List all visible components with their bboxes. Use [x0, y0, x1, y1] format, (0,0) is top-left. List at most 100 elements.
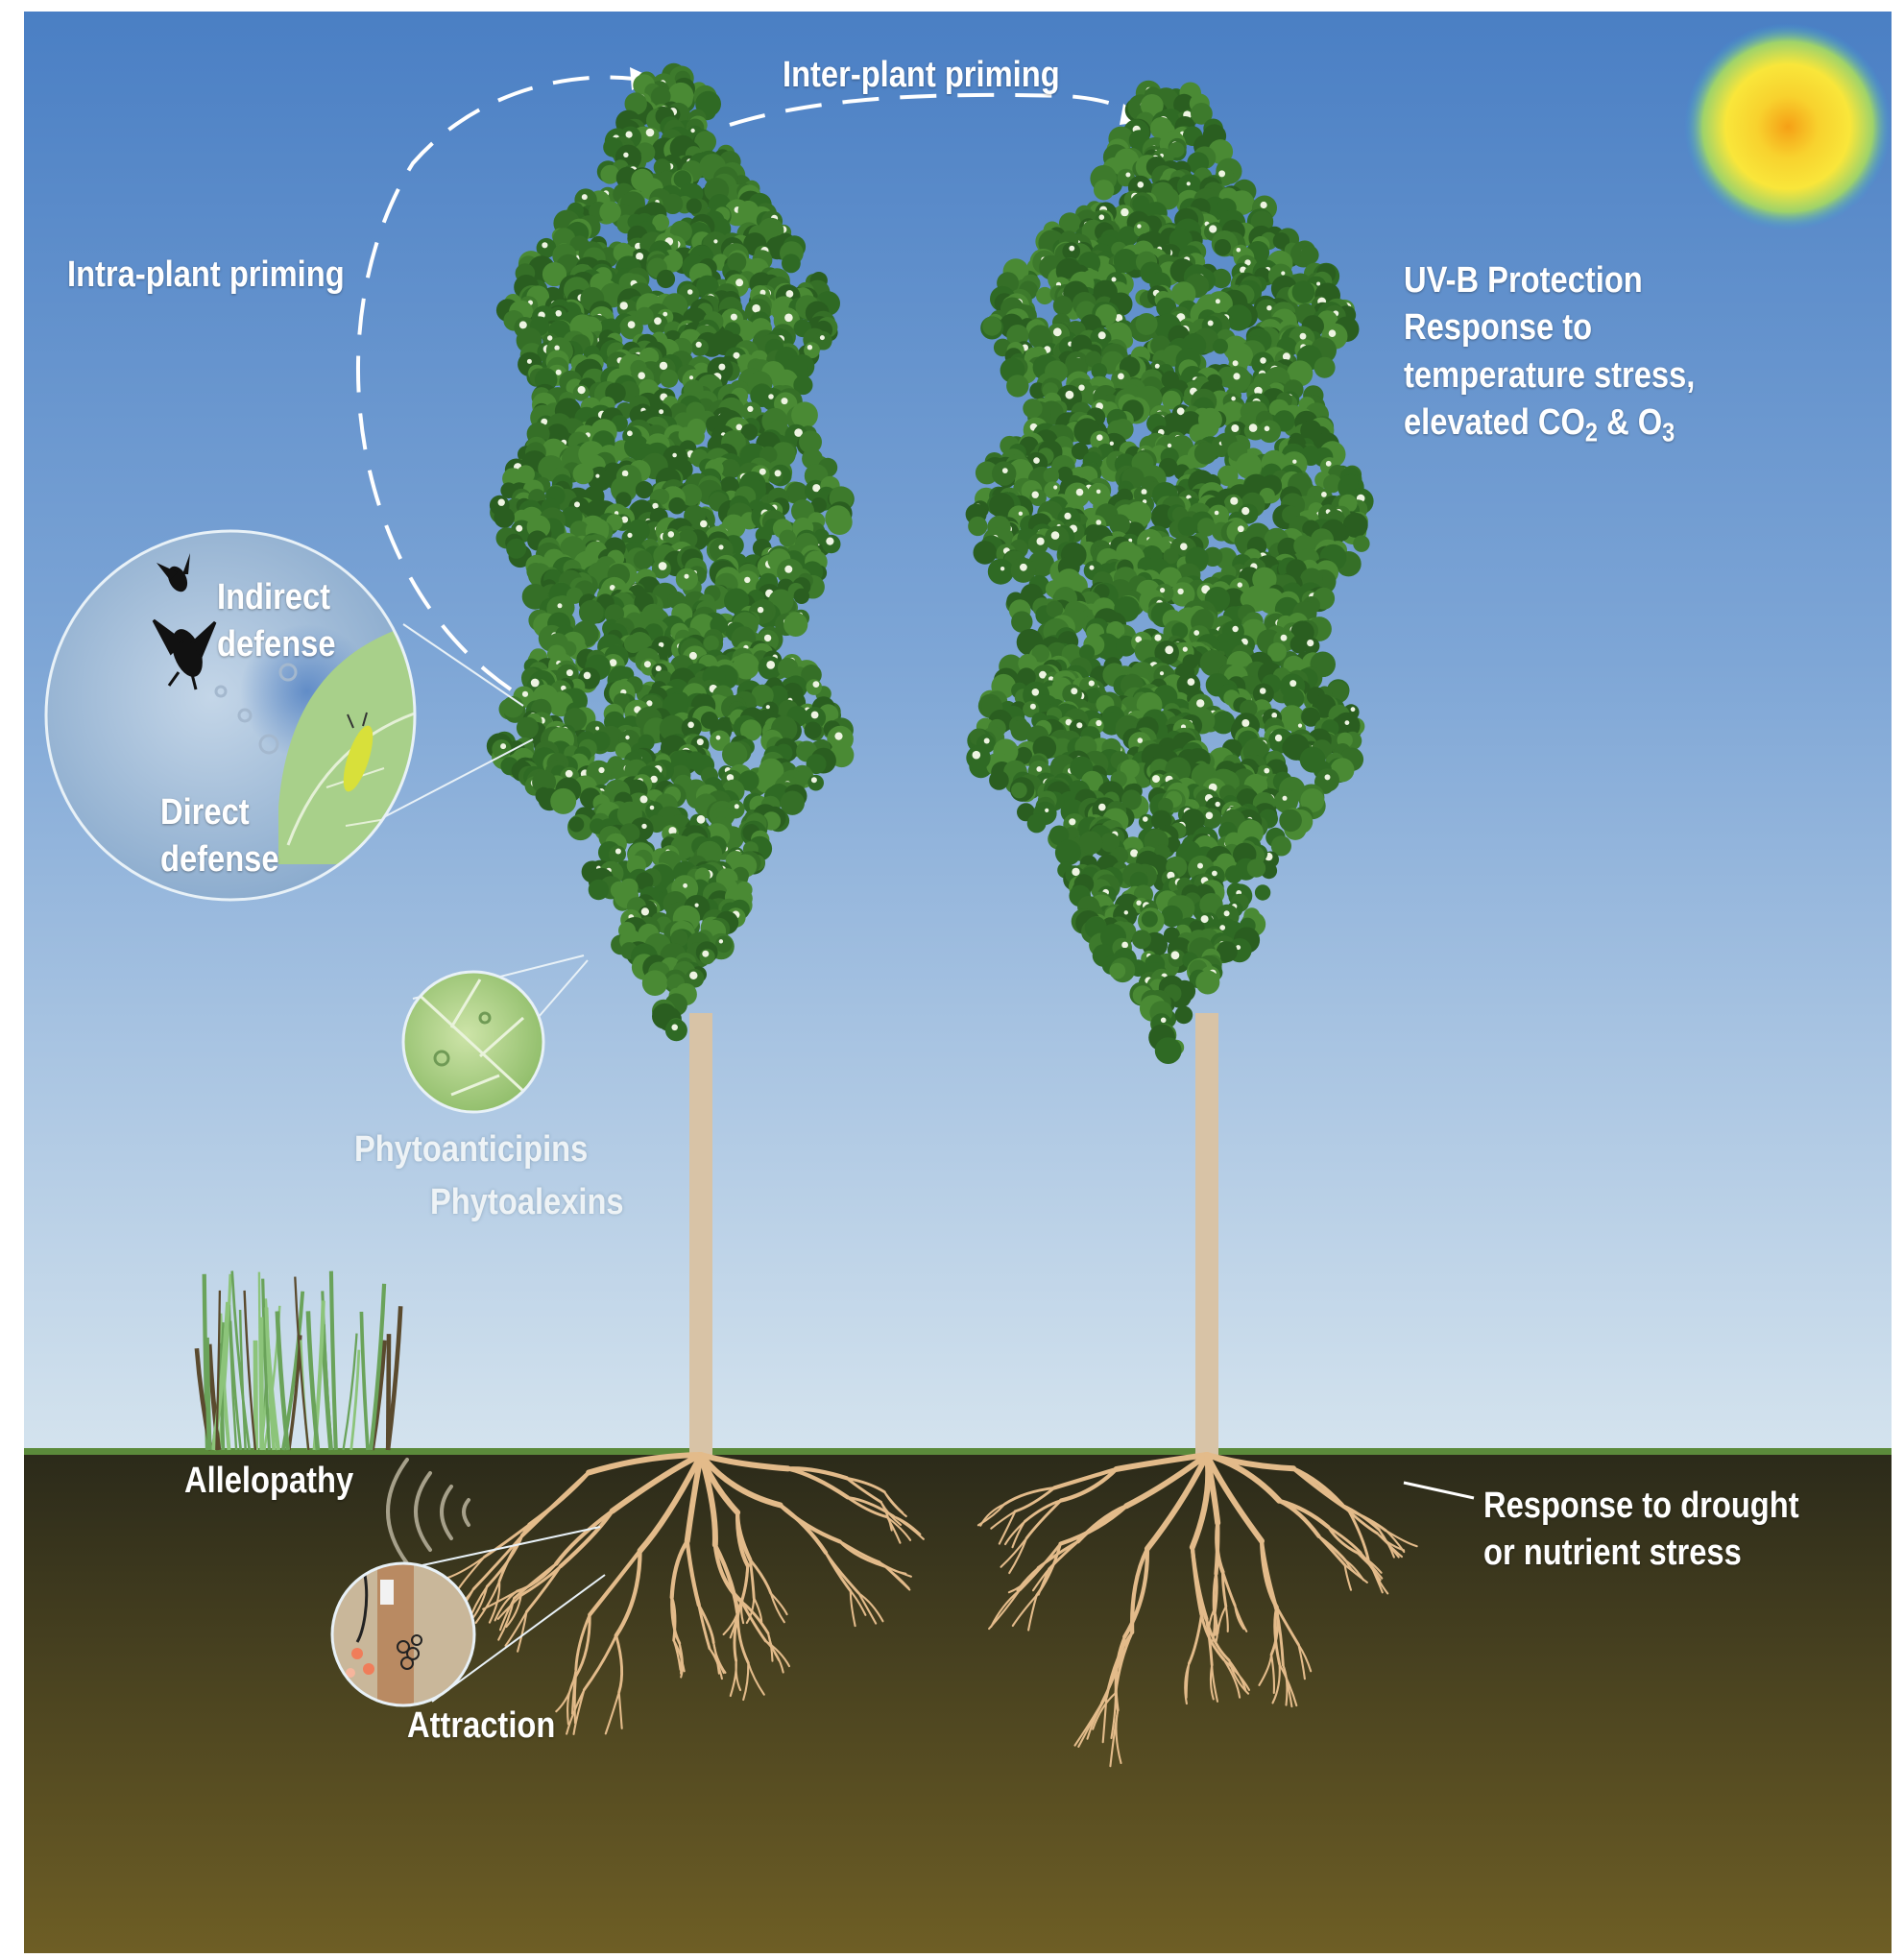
leaf-cluster [1121, 789, 1142, 810]
drought-pointer-line [1403, 1481, 1475, 1500]
leaf-cluster [1300, 788, 1325, 812]
leaf-cluster [782, 254, 801, 274]
leaf-highlight [1001, 468, 1008, 473]
leaf-highlight [1248, 423, 1258, 432]
leaf-highlight [1065, 718, 1073, 726]
root-branch [990, 1510, 1017, 1530]
leaf-highlight [730, 313, 737, 321]
root-branch [740, 1600, 767, 1643]
leaf-cluster [1252, 567, 1277, 592]
leaf-highlight [1154, 363, 1160, 369]
leaf-highlight [1135, 636, 1143, 643]
leaf-highlight [1096, 489, 1101, 495]
root-branch [722, 1606, 741, 1636]
leaf-cluster [1177, 516, 1198, 537]
root-branch [1114, 1635, 1126, 1712]
leaf-cluster [1213, 338, 1228, 354]
label-response-to: Response to [1404, 307, 1593, 349]
leaf-highlight [700, 520, 708, 528]
leaf-cluster [1272, 232, 1290, 250]
grass-blade [257, 1271, 262, 1451]
root-branch [1212, 1613, 1217, 1642]
leaf-highlight [688, 651, 697, 660]
leaf-cluster [1341, 474, 1359, 492]
leaf-highlight [554, 345, 560, 351]
leaf-cluster [968, 516, 988, 537]
root-branch [1221, 1570, 1228, 1608]
root-branch [497, 1523, 531, 1583]
leaf-highlight [1321, 492, 1327, 497]
leaf-cluster [1161, 905, 1183, 928]
leaf-highlight [1209, 225, 1217, 233]
leaf-highlight [1170, 951, 1180, 960]
leaf-cluster [1291, 280, 1315, 303]
leaf-cluster [806, 679, 822, 695]
leaf-highlight [659, 409, 664, 415]
leaf-highlight [1271, 713, 1278, 718]
leaf-cluster [1193, 609, 1215, 631]
root-branch [574, 1613, 591, 1672]
leaf-highlight [1130, 849, 1139, 858]
leaf-highlight [609, 659, 617, 666]
leaf-cluster [641, 970, 668, 996]
leaf-cluster [1079, 831, 1103, 855]
leaf-highlight [583, 671, 591, 680]
leaf-highlight [1180, 543, 1188, 550]
label-direct-defense: Direct defense [160, 792, 279, 881]
grass-blade [349, 1349, 361, 1451]
label-intra-plant-priming: Intra-plant priming [67, 254, 345, 295]
leaf-cluster [785, 481, 808, 504]
leaf-highlight [658, 562, 667, 570]
leaf-highlight [672, 452, 677, 458]
root-branch [1122, 1546, 1150, 1639]
leaf-highlight [834, 732, 843, 740]
leaf-highlight [794, 428, 803, 437]
root-branch [1200, 1612, 1226, 1661]
leaf-cluster [1046, 600, 1064, 618]
root-branch [885, 1515, 912, 1541]
root-branch [1003, 1486, 1056, 1506]
leaf-highlight [819, 335, 825, 341]
leaf-highlight [684, 573, 689, 579]
leaf-highlight [1141, 489, 1147, 496]
leaf-cluster [1195, 970, 1220, 995]
leaf-highlight [1316, 281, 1321, 286]
root-branch [748, 1558, 756, 1600]
root-branch [698, 1452, 791, 1472]
leaf-cluster [542, 262, 567, 287]
leaf-highlight [735, 423, 743, 431]
leaf-highlight [1052, 327, 1062, 337]
leaf-highlight [615, 848, 621, 855]
leaf-cluster [989, 493, 1015, 519]
grass-blade [294, 1276, 310, 1451]
leaf-cluster [1099, 833, 1121, 853]
leaf-cluster [1018, 654, 1038, 673]
wasp-icon [152, 618, 217, 690]
leaf-cluster [694, 867, 711, 883]
leaf-cluster [1170, 281, 1196, 306]
leaf-highlight [1214, 510, 1219, 516]
leaf-highlight [1186, 181, 1191, 186]
leaf-cluster [660, 369, 679, 388]
leaf-highlight [1097, 331, 1106, 340]
grass-blade [305, 1311, 321, 1451]
leaf-highlight [555, 369, 562, 375]
leaf-highlight [1281, 271, 1286, 276]
root-branch [1092, 1691, 1117, 1730]
leaf-highlight [1197, 862, 1203, 869]
leaf-cluster [793, 588, 809, 604]
root-branch [1269, 1606, 1280, 1656]
label-phytoanticipins: Phytoanticipins [354, 1129, 589, 1170]
leaf-cluster [1246, 858, 1266, 878]
leaf-cluster [827, 509, 853, 535]
root-branch [838, 1539, 881, 1564]
leaf-highlight [627, 532, 633, 539]
leaf-highlight [1230, 496, 1239, 505]
label-temperature-stress: temperature stress, [1404, 354, 1696, 396]
root-branch [672, 1639, 686, 1673]
leaf-highlight [1115, 314, 1123, 323]
leaf-cluster [1171, 622, 1189, 640]
root-branch [1367, 1558, 1384, 1594]
leaf-highlight [1036, 537, 1045, 545]
leaf-highlight [1207, 320, 1214, 326]
